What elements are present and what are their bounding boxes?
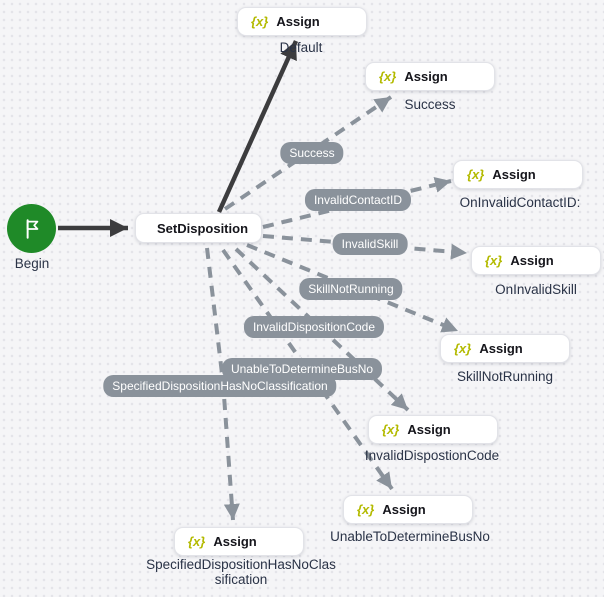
node-caption-oninvalidcontactid: OnInvalidContactID: — [459, 195, 581, 210]
node-title: Assign — [479, 341, 523, 356]
edge-default[interactable] — [216, 40, 299, 213]
variable-braces-icon: {x} — [357, 502, 375, 517]
node-assign-oninvalidskill[interactable]: {x} Assign — [471, 246, 601, 275]
node-assign-unabletodeterminebusno[interactable]: {x} Assign — [343, 495, 473, 524]
node-title: Assign — [276, 14, 320, 29]
node-title: SetDisposition — [157, 220, 249, 236]
edge-label-invalidcontactid[interactable]: InvalidContactID — [304, 189, 412, 211]
node-title: Assign — [510, 253, 554, 268]
node-title: Assign — [382, 502, 426, 517]
node-caption-unabletodeterminebusno: UnableToDetermineBusNo — [330, 529, 490, 544]
node-begin-label: Begin — [14, 256, 50, 271]
variable-braces-icon: {x} — [251, 14, 269, 29]
node-title: Assign — [407, 422, 451, 437]
node-caption-default: Default — [279, 40, 323, 55]
node-title: Assign — [404, 69, 448, 84]
node-assign-oninvalidcontactid[interactable]: {x} Assign — [453, 160, 583, 189]
variable-braces-icon: {x} — [188, 534, 206, 549]
node-assign-invaliddispostioncode[interactable]: {x} Assign — [368, 415, 498, 444]
variable-braces-icon: {x} — [382, 422, 400, 437]
node-set-disposition[interactable]: SetDisposition — [135, 213, 262, 243]
node-assign-skillnotrunning[interactable]: {x} Assign — [440, 334, 570, 363]
node-title: Assign — [213, 534, 257, 549]
variable-braces-icon: {x} — [485, 253, 503, 268]
edge-label-specifieddispositionhasnoclassification[interactable]: SpecifiedDispositionHasNoClassification — [103, 375, 337, 397]
edge-unabletodeterminebusno[interactable] — [221, 248, 394, 491]
node-title: Assign — [492, 167, 536, 182]
edge-label-invaliddispositioncode[interactable]: InvalidDispositionCode — [243, 316, 385, 338]
variable-braces-icon: {x} — [467, 167, 485, 182]
edge-label-success[interactable]: Success — [280, 142, 344, 164]
variable-braces-icon: {x} — [454, 341, 472, 356]
node-assign-default[interactable]: {x} Assign — [237, 7, 367, 36]
node-assign-specifieddisposition[interactable]: {x} Assign — [174, 527, 304, 556]
node-begin[interactable] — [7, 204, 56, 253]
edge-label-unabletodeterminebusno[interactable]: UnableToDetermineBusNo — [221, 358, 383, 380]
node-caption-specifieddisposition: SpecifiedDispositionHasNoClassification — [146, 557, 336, 587]
variable-braces-icon: {x} — [379, 69, 397, 84]
node-assign-success[interactable]: {x} Assign — [365, 62, 495, 91]
edge-label-invalidskill[interactable]: InvalidSkill — [332, 233, 408, 255]
flag-icon — [26, 218, 38, 239]
node-caption-invaliddispostioncode: InvalidDispostionCode — [364, 448, 500, 463]
node-caption-skillnotrunning: SkillNotRunning — [456, 369, 554, 384]
node-caption-oninvalidskill: OnInvalidSkill — [495, 282, 577, 297]
node-caption-success: Success — [404, 97, 456, 112]
edge-label-skillnotrunning[interactable]: SkillNotRunning — [299, 278, 403, 300]
